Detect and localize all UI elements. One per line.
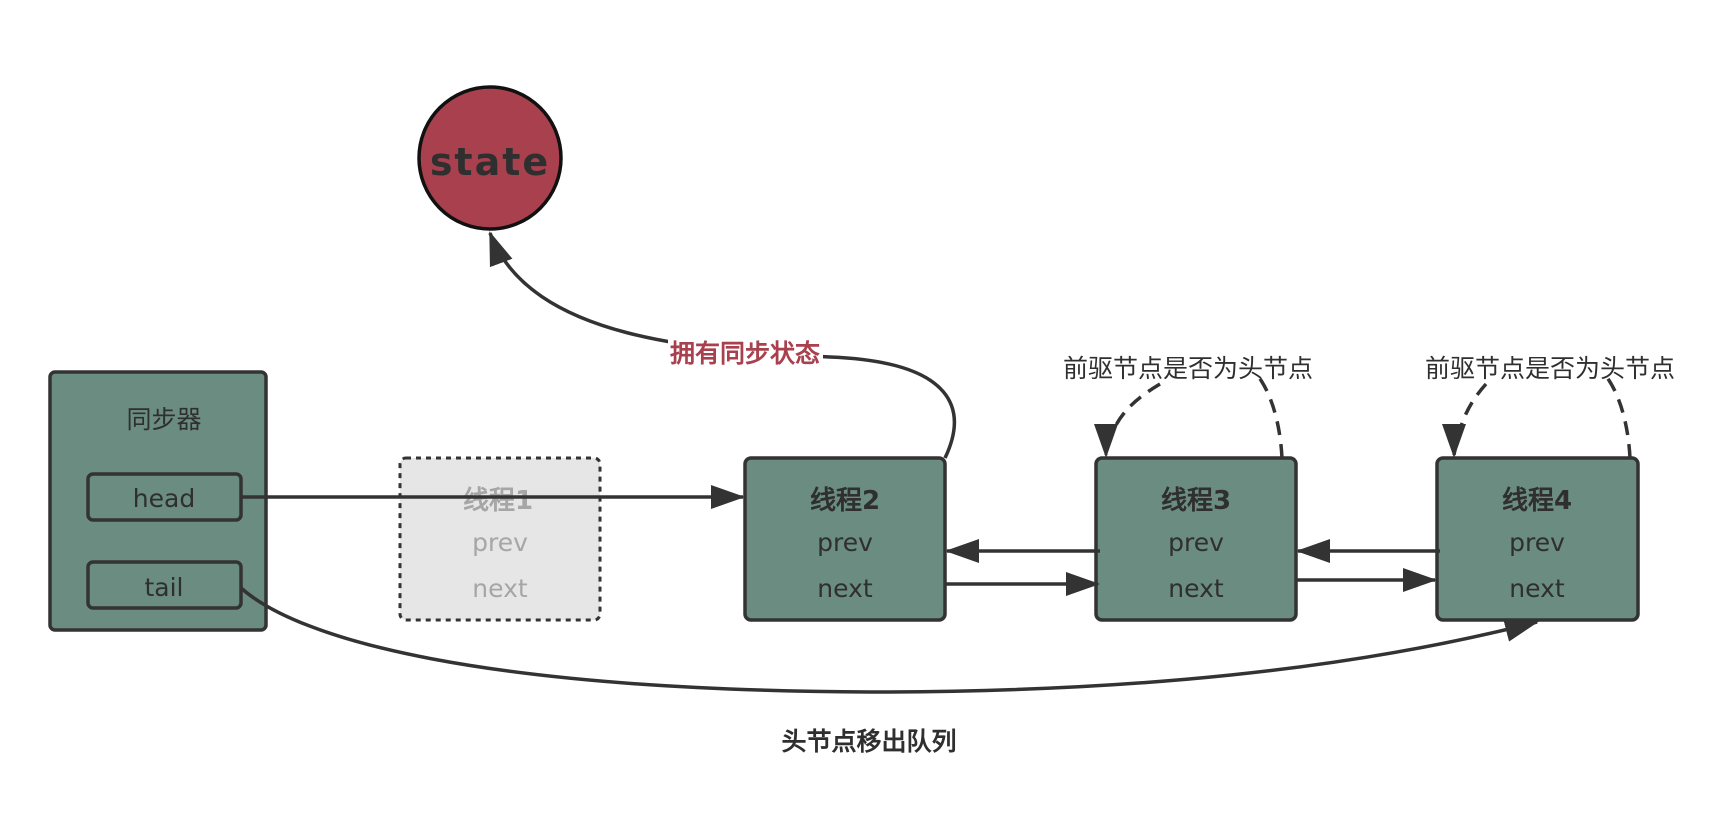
own-state-label-bg (668, 335, 823, 371)
tail-field (86, 560, 243, 610)
thread-node-4: 线程4 prev next (1435, 456, 1640, 622)
thread4-check-prev-arrowhead (1442, 424, 1466, 458)
state-node: state (417, 85, 563, 231)
thread-node-1: 线程1 prev next (398, 456, 602, 622)
thread3-check-prev-label: 前驱节点是否为头节点 (1063, 354, 1313, 383)
thread4-check-prev-loop (1452, 374, 1632, 459)
thread-node-4-prev: prev (1509, 528, 1565, 557)
thread-node-3: 线程3 prev next (1094, 456, 1298, 622)
thread-node-2-prev: prev (817, 528, 873, 557)
state-circle (417, 85, 563, 231)
synchronizer-title: 同步器 (126, 405, 201, 434)
thread3-check-prev-arrowhead (1094, 424, 1118, 458)
head-label: head (133, 484, 195, 513)
thread4-check-prev-label: 前驱节点是否为头节点 (1425, 354, 1675, 383)
diagram-caption: 头节点移出队列 (781, 727, 956, 756)
own-state-label: 拥有同步状态 (670, 339, 820, 368)
thread-node-2: 线程2 prev next (743, 456, 947, 622)
tail-to-thread4-arrow (239, 586, 1539, 694)
synchronizer: 同步器 head tail (48, 370, 268, 632)
thread-node-4-title: 线程4 (1502, 486, 1572, 516)
thread-node-3-next: next (1168, 574, 1224, 603)
thread-node-4-next: next (1509, 574, 1565, 603)
thread-node-2-next: next (817, 574, 873, 603)
thread3-check-prev-loop (1104, 374, 1284, 459)
thread-node-1-prev: prev (472, 528, 528, 557)
tail-label: tail (144, 573, 183, 602)
thread-node-1-next: next (472, 574, 528, 603)
thread-node-1-title: 线程1 (463, 486, 533, 516)
state-label: state (430, 140, 550, 184)
thread-node-3-prev: prev (1168, 528, 1224, 557)
thread-node-2-title: 线程2 (810, 486, 880, 516)
thread-node-3-title: 线程3 (1161, 486, 1231, 516)
